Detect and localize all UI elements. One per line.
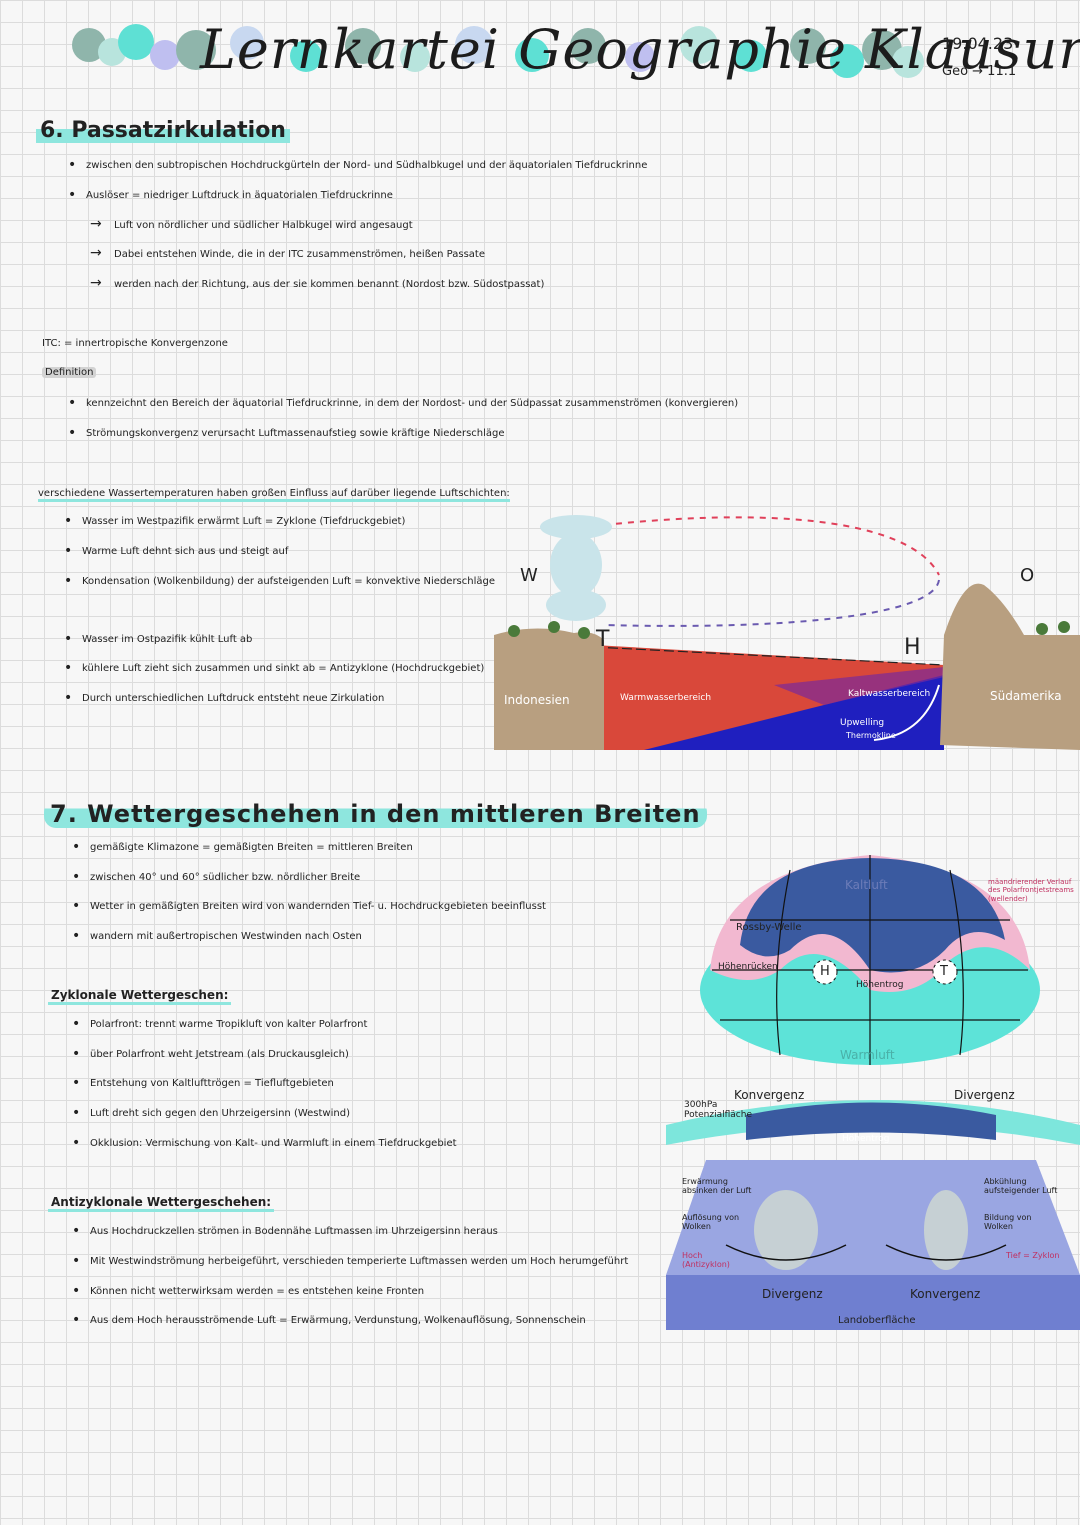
thermocline-label: Thermokline: [846, 731, 896, 740]
anticyclonal-heading: Antizyklonale Wettergeschehen:: [48, 1195, 275, 1212]
s6-bullet-1: zwischen den subtropischen Hochdruckgürt…: [68, 157, 647, 173]
left-note-3: Hoch (Antizyklon): [682, 1251, 730, 1269]
water-bullet-1: Wasser im Westpazifik erwärmt Luft = Zyk…: [64, 513, 405, 529]
cyclonal-heading: Zyklonale Wettergeschen:: [48, 988, 232, 1005]
right-note-1: Abkühlung aufsteigender Luft: [984, 1177, 1058, 1195]
ridge-label: Höhenrücken: [718, 962, 778, 972]
s7-bullet-1: gemäßigte Klimazone = gemäßigten Breiten…: [72, 839, 413, 855]
s7-bullet-2: zwischen 40° und 60° südlicher bzw. nörd…: [72, 869, 360, 885]
s7-bullet-4: wandern mit außertropischen Westwinden n…: [72, 928, 362, 944]
date-label: 19.04.23: [942, 34, 1014, 53]
globe-low-label: T: [940, 964, 948, 979]
left-note-2: Auflösung von Wolken: [682, 1213, 740, 1231]
water-bullet-5: kühlere Luft zieht sich zusammen und sin…: [64, 660, 484, 676]
s6-bullet-2: Auslöser = niedriger Luftdruck in äquato…: [68, 187, 393, 203]
east-label: O: [1020, 565, 1035, 586]
divergenz-top-label: Divergenz: [954, 1088, 1015, 1102]
def-bullet-1: kennzeichnt den Bereich der äquatorial T…: [68, 395, 738, 411]
s6-arrow-1: Luft von nördlicher und südlicher Halbku…: [90, 216, 413, 232]
right-note-2: Bildung von Wolken: [984, 1213, 1032, 1231]
anticyclonal-bullet-3: Können nicht wetterwirksam werden = es e…: [72, 1283, 424, 1299]
pressure-surface-label: 300hPa Potenzialfläche: [684, 1100, 752, 1120]
cyclonal-bullet-1: Polarfront: trennt warme Tropikluft von …: [72, 1016, 367, 1032]
warm-water-label: Warmwasserbereich: [620, 693, 712, 703]
subject-label: Geo → 11.1: [942, 64, 1017, 79]
cyclonal-bullet-5: Okklusion: Vermischung von Kalt- und War…: [72, 1135, 457, 1151]
cyclonal-bullet-3: Entstehung von Kaltlufttrögen = Tiefluft…: [72, 1075, 334, 1091]
trough-label: Höhentrog: [856, 980, 904, 990]
anticyclonal-bullet-4: Aus dem Hoch herausströmende Luft = Erwä…: [72, 1312, 586, 1328]
box-trough-label: Höhentrog: [842, 1134, 890, 1144]
upwelling-label: Upwelling: [840, 718, 885, 728]
convergence-box-diagram: Konvergenz Divergenz 300hPa Potenzialflä…: [666, 1085, 1080, 1335]
water-bullet-3: Kondensation (Wolkenbildung) der aufstei…: [64, 573, 495, 589]
section-6-title: 6. Passatzirkulation: [36, 118, 290, 143]
s7-bullet-3: Wetter in gemäßigten Breiten wird von wa…: [72, 898, 546, 914]
divergenz-bottom-label: Divergenz: [762, 1287, 823, 1301]
rossby-globe-diagram: Kaltluft Warmluft Rossby-Welle Höhenrück…: [690, 850, 1080, 1070]
west-label: W: [520, 565, 538, 586]
indonesia-label: Indonesien: [504, 693, 570, 707]
cyclonal-bullet-4: Luft dreht sich gegen den Uhrzeigersinn …: [72, 1105, 350, 1121]
cyclonal-bullet-2: über Polarfront weht Jetstream (als Druc…: [72, 1046, 349, 1062]
s6-arrow-2: Dabei entstehen Winde, die in der ITC zu…: [90, 245, 485, 261]
itc-definition: ITC: = innertropische Konvergenzone: [42, 338, 228, 349]
jetstream-note: mäandrierender Verlauf des Polarfrontjet…: [988, 878, 1074, 903]
section-7-title: 7. Wettergeschehen in den mittleren Brei…: [44, 800, 707, 828]
south-america-label: Südamerika: [990, 689, 1062, 703]
water-bullet-4: Wasser im Ostpazifik kühlt Luft ab: [64, 631, 252, 647]
warmluft-label: Warmluft: [840, 1048, 895, 1062]
definition-label: Definition: [42, 367, 97, 378]
left-note-1: Erwärmung absinken der Luft: [682, 1177, 752, 1195]
water-heading: verschiedene Wassertemperaturen haben gr…: [38, 488, 510, 502]
konvergenz-top-label: Konvergenz: [734, 1088, 805, 1102]
rossby-wave-label: Rossby-Welle: [736, 922, 802, 933]
right-note-3: Tief = Zyklon: [1006, 1251, 1060, 1260]
def-bullet-2: Strömungskonvergenz verursacht Luftmasse…: [68, 425, 504, 441]
ground-label: Landoberfläche: [838, 1315, 916, 1326]
anticyclonal-bullet-1: Aus Hochdruckzellen strömen in Bodennähe…: [72, 1223, 498, 1239]
konvergenz-bottom-label: Konvergenz: [910, 1287, 981, 1301]
kaltluft-label: Kaltluft: [845, 878, 888, 892]
high-pressure-label: H: [904, 635, 921, 660]
s6-arrow-3: werden nach der Richtung, aus der sie ko…: [90, 275, 544, 291]
cold-water-label: Kaltwasserbereich: [848, 689, 931, 699]
water-bullet-2: Warme Luft dehnt sich aus und steigt auf: [64, 543, 288, 559]
walker-circulation-diagram: W O T H Indonesien Südamerika Warmwasser…: [494, 505, 1080, 755]
water-bullet-6: Durch unterschiedlichen Luftdruck entste…: [64, 690, 384, 706]
low-pressure-label: T: [596, 627, 610, 652]
globe-high-label: H: [820, 964, 830, 979]
anticyclonal-bullet-2: Mit Westwindströmung herbeigeführt, vers…: [72, 1253, 628, 1269]
page-title: Lernkartei Geographie Klausur: [200, 18, 1080, 81]
